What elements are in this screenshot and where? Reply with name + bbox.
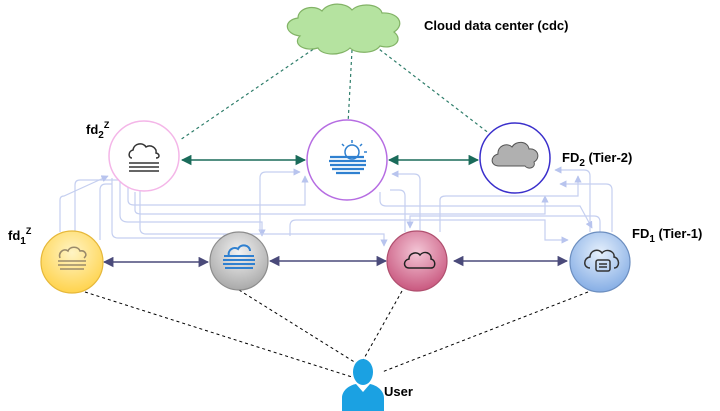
- fd1z-node[interactable]: [40, 230, 104, 294]
- fd2-tier2-node[interactable]: [479, 122, 551, 194]
- cloud-icon: [286, 3, 401, 55]
- cloud-data-center-label: Cloud data center (cdc): [424, 18, 568, 33]
- tier1-links: [102, 255, 569, 268]
- cloud-icon: [223, 244, 255, 269]
- tier1-node-pink[interactable]: [386, 230, 448, 292]
- cloud-server-icon: [584, 249, 620, 272]
- fd2z-node[interactable]: [108, 120, 180, 192]
- fd1-tier1-node[interactable]: [569, 231, 631, 293]
- user-label: User: [384, 384, 413, 399]
- mesh-connectors: [59, 166, 613, 247]
- fd1-tier1-label: FD1 (Tier-1): [632, 226, 702, 245]
- partly-cloudy-icon: [329, 140, 367, 175]
- user-node[interactable]: [342, 359, 384, 411]
- tier2-middle-node[interactable]: [306, 119, 388, 201]
- cloud-icon: [491, 141, 539, 169]
- fd1z-label: fd1Z: [8, 226, 32, 247]
- fog-icon: [128, 143, 160, 172]
- fd2-tier2-label: FD2 (Tier-2): [562, 150, 632, 169]
- fd2z-label: fd2Z: [86, 120, 110, 141]
- user-icon: [342, 359, 384, 411]
- fog-cloud-icon: [58, 246, 87, 270]
- cloud-links: [179, 45, 491, 141]
- tier1-node-grey[interactable]: [209, 231, 269, 291]
- cloud-data-center-node[interactable]: [286, 3, 401, 55]
- cloud-icon: [403, 251, 436, 269]
- user-links: [84, 289, 589, 378]
